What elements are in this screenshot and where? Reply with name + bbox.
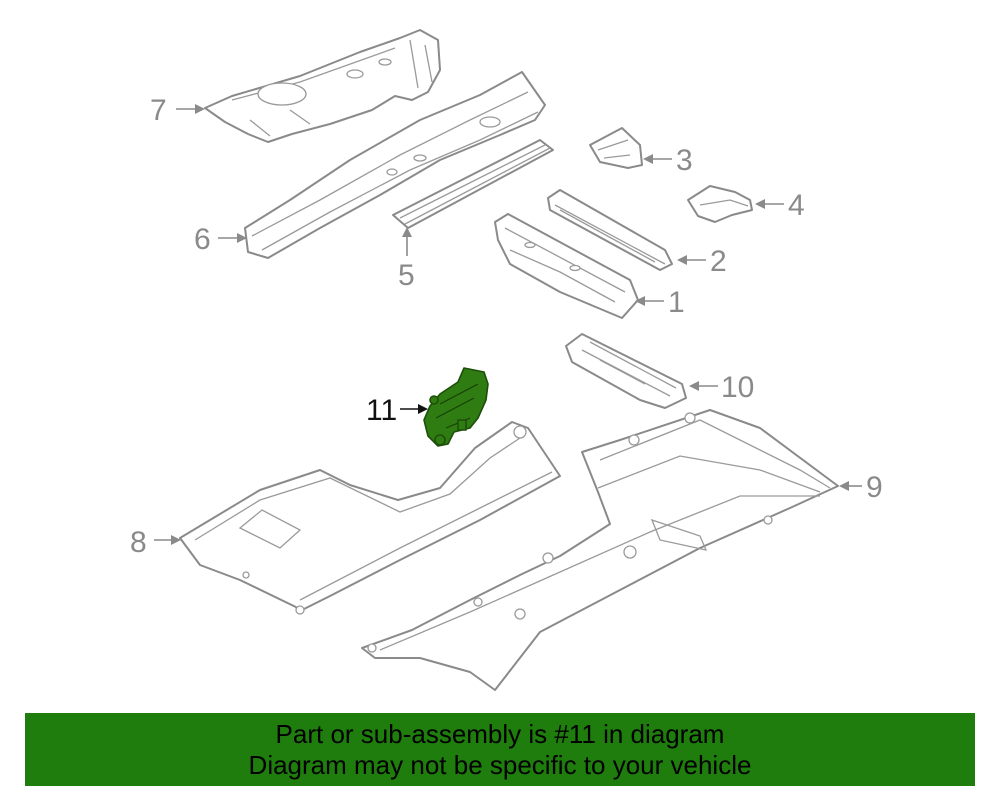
part-3-bracket (589, 127, 643, 169)
callout-6: 6 (194, 223, 211, 256)
part-5-bar (392, 139, 554, 229)
part-10-plate (565, 333, 687, 409)
callout-11-highlighted: 11 (366, 394, 397, 427)
parts-diagram: 1 2 3 4 5 6 7 8 9 10 11 (130, 29, 883, 691)
part-11-highlighted-bracket[interactable] (423, 367, 489, 447)
callout-5: 5 (398, 259, 415, 292)
part-2-member (547, 189, 673, 271)
part-4-bracket (687, 185, 753, 223)
callout-2: 2 (710, 245, 727, 278)
callout-7: 7 (150, 94, 167, 127)
leader-lines (154, 104, 862, 545)
callout-8: 8 (130, 526, 147, 559)
callout-labels: 1 2 3 4 5 6 7 8 9 10 11 (130, 94, 883, 559)
part-8-shield (179, 421, 561, 615)
part-9-shield (361, 409, 839, 691)
callout-10: 10 (721, 371, 754, 404)
banner-line-2: Diagram may not be specific to your vehi… (248, 750, 752, 780)
banner-line-1: Part or sub-assembly is #11 in diagram (275, 719, 725, 749)
callout-3: 3 (676, 144, 693, 177)
part-7-panel (204, 29, 441, 143)
callout-1: 1 (668, 286, 685, 319)
info-banner: Part or sub-assembly is #11 in diagram D… (25, 713, 975, 786)
part-1-member (494, 213, 639, 319)
callout-4: 4 (788, 189, 805, 222)
part-6-rail (244, 71, 546, 259)
callout-9: 9 (866, 471, 883, 504)
